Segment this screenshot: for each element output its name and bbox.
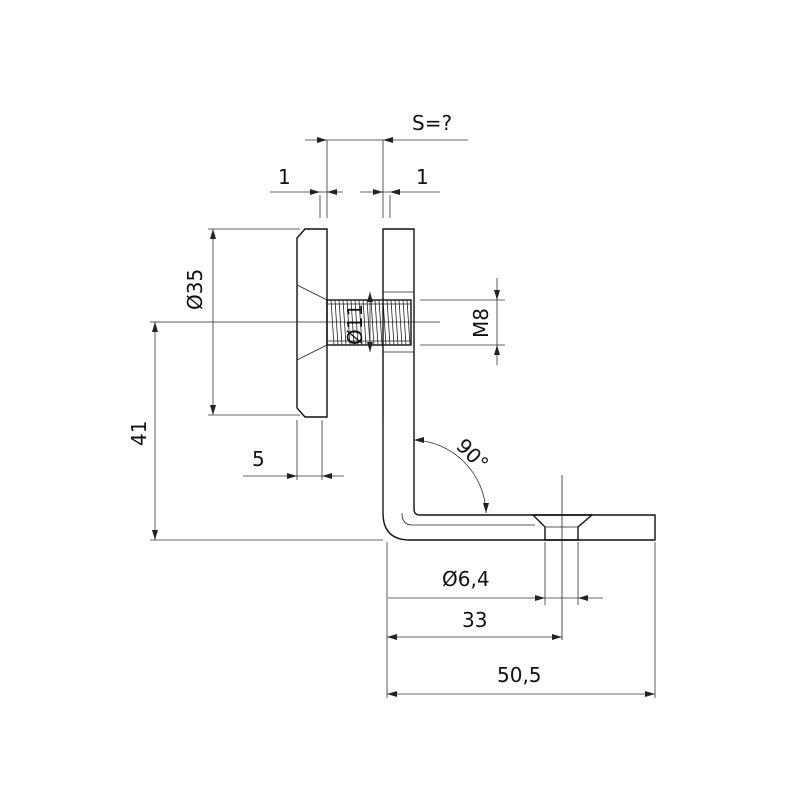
bolt-diameter-label: Ø11 (343, 304, 367, 345)
thread-line (374, 299, 379, 346)
thread-line (406, 299, 411, 346)
thread-label: M8 (469, 308, 493, 338)
hole-position-label: 33 (462, 608, 487, 632)
thread-line (338, 299, 343, 346)
offset-dimensions: 1 1 (270, 165, 440, 218)
height-dimension: 41 (127, 322, 383, 541)
thread-line (366, 299, 371, 346)
thread-line (342, 299, 347, 346)
gap-dimension: S=? (305, 111, 468, 218)
thread-line (394, 299, 399, 346)
angle-dimension: 90° (413, 434, 494, 514)
thread-line (350, 299, 355, 346)
clamp-disc (296, 228, 328, 418)
hole-diameter-label: Ø6,4 (442, 567, 490, 591)
thread-line (378, 299, 383, 346)
thread-line (334, 299, 339, 346)
left-offset-label: 1 (278, 165, 291, 189)
thread-line (358, 299, 363, 346)
right-offset-label: 1 (416, 165, 429, 189)
thread-line (402, 299, 407, 346)
base-length-label: 50,5 (497, 663, 542, 687)
thread-line (386, 299, 391, 346)
height-label: 41 (127, 421, 151, 446)
thread-line (398, 299, 403, 346)
thread-line (362, 299, 367, 346)
base-length-dimension: 50,5 (387, 542, 656, 698)
disc-diameter-label: Ø35 (183, 269, 207, 310)
thread-line (354, 299, 359, 346)
thread-line (390, 299, 395, 346)
countersunk-hole (531, 475, 594, 640)
hole-position-dimension: 33 (386, 542, 562, 698)
thread-line (370, 299, 375, 346)
bolt-diameter-dimension: Ø11 (343, 292, 373, 352)
hole-diameter-dimension: Ø6,4 (388, 542, 603, 605)
thread-line (330, 299, 335, 346)
thread-line (346, 299, 351, 346)
angle-label: 90° (451, 434, 493, 476)
disc-diameter-dimension: Ø35 (183, 228, 300, 416)
gap-label: S=? (412, 111, 452, 135)
disc-thickness-dimension: 5 (243, 420, 344, 480)
disc-thickness-label: 5 (252, 447, 265, 471)
angle-bracket (382, 228, 656, 541)
threaded-bolt (326, 299, 412, 346)
thread-dimension: M8 (420, 278, 505, 365)
